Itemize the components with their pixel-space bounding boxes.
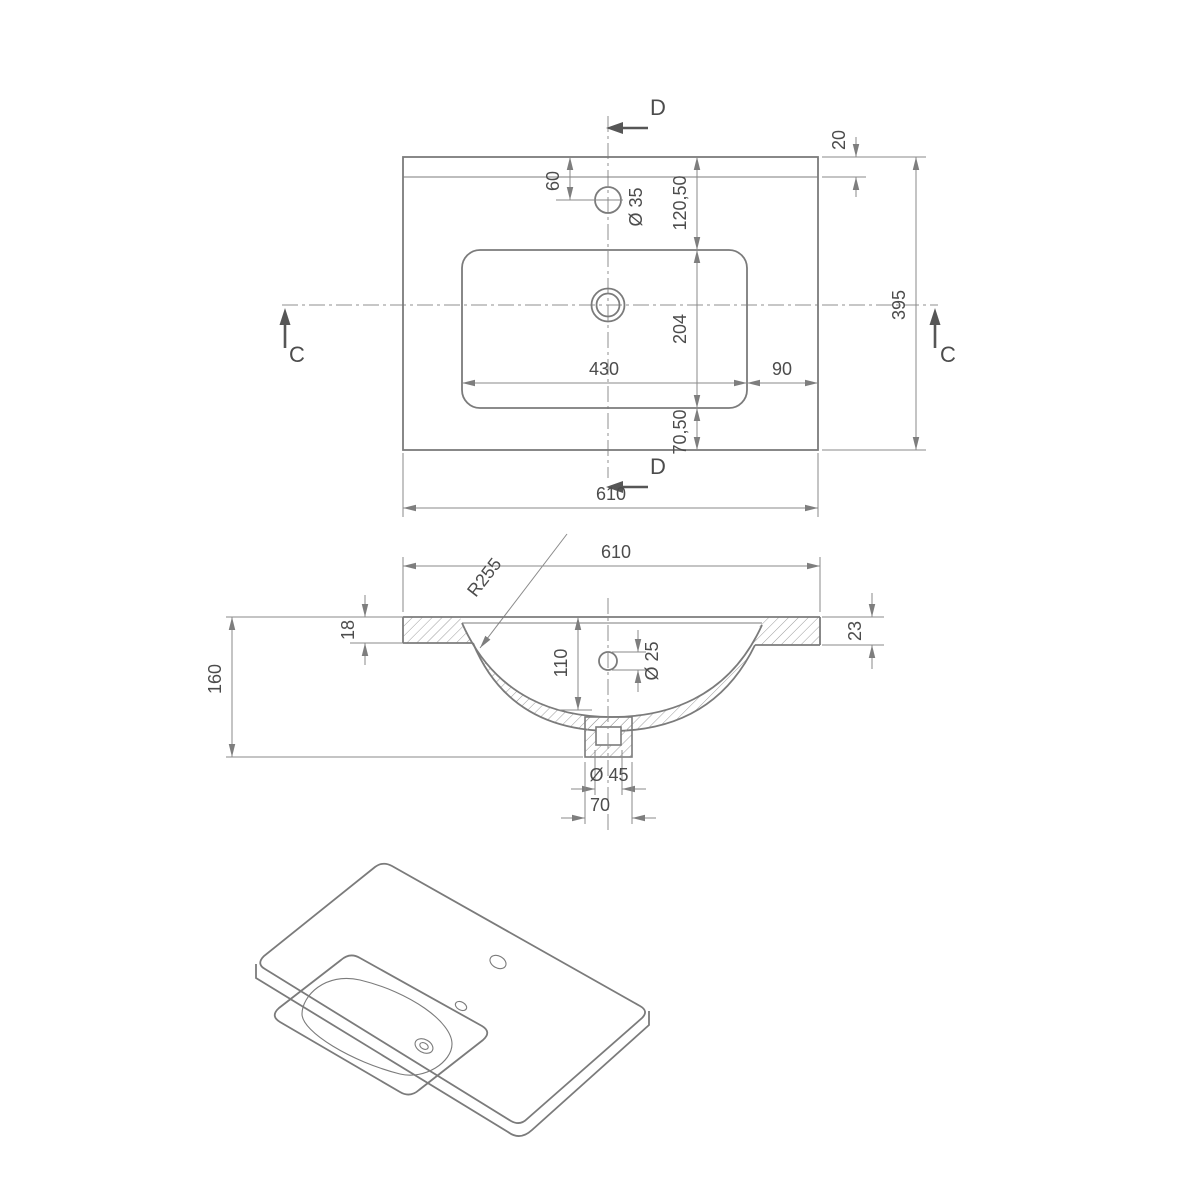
dim-label-18: 18: [338, 620, 358, 640]
basin-outer-outline: [402, 156, 819, 451]
section-d-bottom-label: D: [650, 454, 666, 479]
leader-r255: [479, 533, 568, 649]
iso-drain-hole: [414, 1038, 434, 1054]
dim-label-60: 60: [543, 171, 563, 191]
section-view: 610 R255 18 23: [205, 533, 884, 830]
bowl-outline: [461, 249, 748, 409]
dim-label-r255: R255: [463, 554, 505, 600]
dim-label-610-section: 610: [601, 542, 631, 562]
section-c-right-label: C: [940, 342, 956, 367]
section-c-right-arrow: [929, 308, 941, 325]
section-d-top-arrow: [606, 122, 623, 134]
bowl-shell-hatch: [462, 623, 762, 731]
iso-bowl-rim: [273, 954, 489, 1096]
iso-drain-hole-inner: [419, 1042, 429, 1050]
dim-label-160: 160: [205, 664, 225, 694]
section-c-left-label: C: [289, 342, 305, 367]
dim-label-dia45: Ø 45: [589, 765, 628, 785]
section-d-bottom-arrow: [606, 481, 623, 493]
dim-label-70: 70: [590, 795, 610, 815]
isometric-view: [255, 862, 650, 1137]
iso-faucet-hole: [489, 954, 507, 970]
dim-label-23: 23: [845, 621, 865, 641]
dim-label-204: 204: [670, 314, 690, 344]
drain-hole-inner: [595, 292, 621, 318]
iso-front-thickness: [255, 964, 650, 1137]
dim-label-110: 110: [551, 649, 571, 678]
iso-bowl-bottom: [301, 977, 453, 1076]
section-c-left-arrow: [279, 308, 291, 325]
dim-label-395: 395: [889, 290, 909, 320]
dim-label-610-plan: 610: [596, 484, 626, 504]
right-rim-hatch: [755, 617, 820, 645]
dim-label-20: 20: [829, 130, 849, 150]
iso-overflow-hole: [454, 1000, 468, 1012]
top-view: D D C C 60 Ø 35 120,50 204 70,50 20: [279, 95, 956, 517]
dim-label-dia35: Ø 35: [626, 187, 646, 226]
left-rim-hatch: [403, 617, 471, 643]
dim-label-430: 430: [589, 359, 619, 379]
dim-label-70-50: 70,50: [670, 409, 690, 454]
drain-hole-outer: [590, 287, 626, 323]
section-d-top-label: D: [650, 95, 666, 120]
dim-label-dia25: Ø 25: [642, 641, 662, 680]
iso-top-surface: [259, 862, 646, 1124]
dim-label-90: 90: [772, 359, 792, 379]
dim-label-120-50: 120,50: [670, 175, 690, 230]
